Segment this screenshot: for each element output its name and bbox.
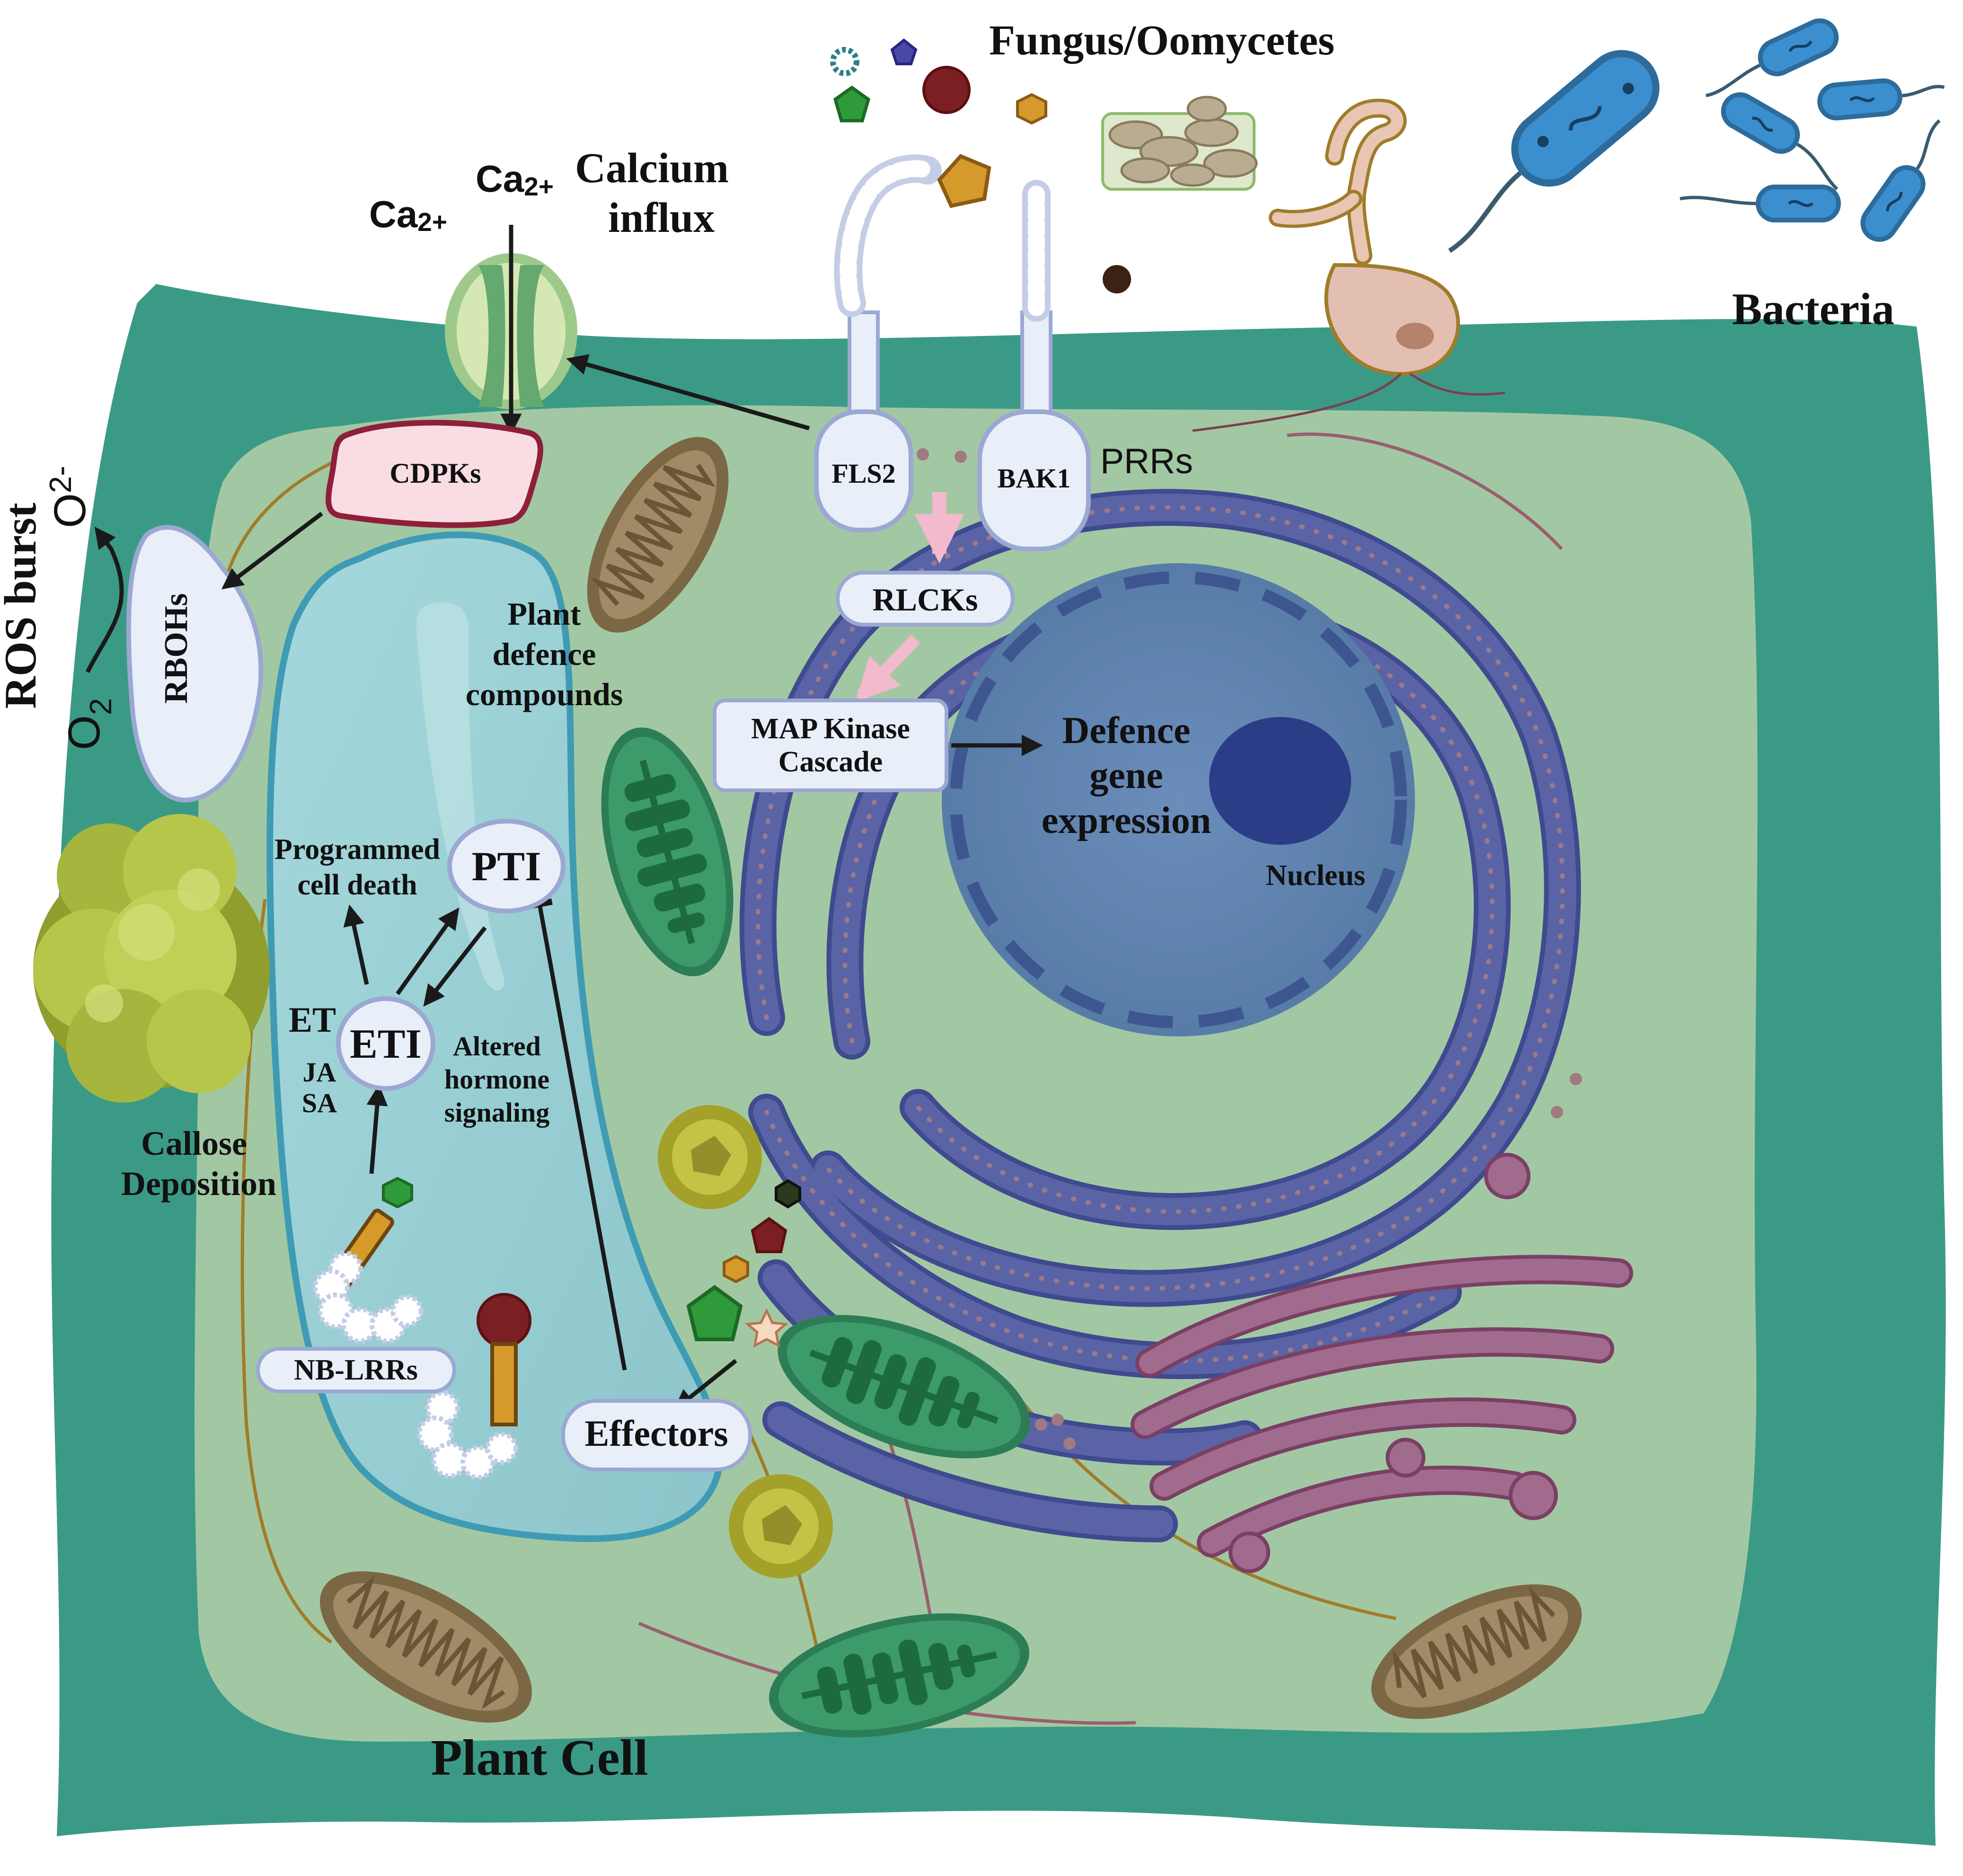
golgi-apparatus xyxy=(1131,1255,1633,1557)
vacuole xyxy=(266,531,723,1542)
rbohs-shape xyxy=(126,525,264,803)
eti-to-pcd-arrow xyxy=(343,904,369,985)
golgi-vesicles xyxy=(1229,1153,1558,1573)
et-label: ET xyxy=(289,1000,336,1040)
nucleus xyxy=(942,563,1415,1036)
small-dots xyxy=(917,448,1582,1450)
fls2-receptor xyxy=(814,154,942,532)
ros-arrow xyxy=(85,526,124,673)
callose-label-2: Deposition xyxy=(121,1165,276,1203)
bacteria-label: Bacteria xyxy=(1732,284,1894,334)
prrs-label: PRRs xyxy=(1100,441,1193,481)
ca-right-label: Ca2+ xyxy=(476,158,554,201)
plant-defence-label-1: Plant xyxy=(508,596,581,632)
altered-label-3: signaling xyxy=(444,1097,549,1128)
bak1-receptor xyxy=(977,180,1091,551)
defence-label-2: gene xyxy=(1089,755,1163,796)
chloroplast-2 xyxy=(778,1315,1030,1459)
defence-label-1: Defence xyxy=(1062,710,1191,752)
rlcks-label: RLCKs xyxy=(873,582,978,618)
pti-to-eti-arrow xyxy=(423,926,487,1007)
cdpks-to-rbohs-arrow xyxy=(221,512,323,590)
cdpks-shape xyxy=(326,420,543,528)
rlcks-to-map-arrow xyxy=(855,635,920,702)
nblrr-to-eti-arrow xyxy=(366,1084,388,1174)
chloroplast-1 xyxy=(601,727,734,976)
eti-box xyxy=(336,996,435,1091)
peroxisome-2 xyxy=(729,1474,833,1578)
oomycete-zoospore xyxy=(1192,98,1505,432)
rbohs-label: RBOHs xyxy=(158,593,195,703)
effector-molecules xyxy=(686,1179,801,1348)
pcd-label-1: Programmed xyxy=(274,833,440,866)
pcd-label-2: cell death xyxy=(297,869,417,901)
nb-lrr-2 xyxy=(417,1293,531,1480)
nucleus-label: Nucleus xyxy=(1266,859,1365,892)
altered-label-1: Altered xyxy=(453,1031,541,1062)
fls2-label: FLS2 xyxy=(831,458,895,489)
nblrrs-label: NB-LRRs xyxy=(294,1354,418,1386)
callose-label-1: Callose xyxy=(141,1124,247,1162)
plant-defence-label-2: defence xyxy=(492,636,596,672)
calcium-influx-label-2: influx xyxy=(608,195,715,241)
ros-burst-label: ROS burst xyxy=(0,503,45,709)
eti-label: ETI xyxy=(350,1021,422,1067)
nuclear-envelope xyxy=(950,571,1407,1028)
bak1-label: BAK1 xyxy=(998,463,1071,494)
pti-label: PTI xyxy=(472,844,541,890)
bacteria-group xyxy=(1448,18,1945,253)
map-kinase-box xyxy=(713,699,948,792)
ja-label: JA xyxy=(303,1057,336,1088)
map-label-1: MAP Kinase xyxy=(751,713,910,745)
o2-top-label: O2- xyxy=(43,466,95,528)
nblrrs-box xyxy=(256,1347,456,1393)
defence-label-3: expression xyxy=(1042,800,1211,841)
mitochondrion-1 xyxy=(587,437,729,633)
calcium-influx-label-1: Calcium xyxy=(575,145,729,192)
mitochondrion-2 xyxy=(319,1571,532,1723)
effectors-box xyxy=(561,1399,752,1471)
mitochondrion-3 xyxy=(1371,1584,1582,1719)
fungal-spore-group xyxy=(1101,96,1258,191)
nb-lrr-1 xyxy=(313,1177,424,1344)
o2-bottom-label: O2 xyxy=(59,698,118,750)
callose-deposit xyxy=(33,814,270,1103)
fungus-label: Fungus/Oomycetes xyxy=(989,17,1335,64)
effectors-inhibit-pti xyxy=(526,898,627,1371)
pamp-molecules xyxy=(830,38,1131,293)
map-label-2: Cascade xyxy=(778,746,883,778)
er-thread-1 xyxy=(1287,432,1563,550)
altered-label-2: hormone xyxy=(444,1064,549,1095)
pti-box xyxy=(447,819,566,913)
plant-cell-label: Plant Cell xyxy=(431,1730,648,1786)
peroxisome-1 xyxy=(658,1105,762,1209)
chloroplast-3 xyxy=(769,1613,1030,1738)
fls2-to-channel-arrow xyxy=(566,354,810,431)
ca-left-label: Ca2+ xyxy=(369,193,447,237)
effectors-label: Effectors xyxy=(584,1413,728,1454)
plant-defence-label-3: compounds xyxy=(466,676,623,712)
nucleolus xyxy=(1209,717,1351,845)
sa-label: SA xyxy=(302,1088,337,1118)
rlcks-box xyxy=(836,571,1015,627)
eti-to-pti-arrow xyxy=(396,907,460,995)
cdpks-label: CDPKs xyxy=(389,458,481,489)
